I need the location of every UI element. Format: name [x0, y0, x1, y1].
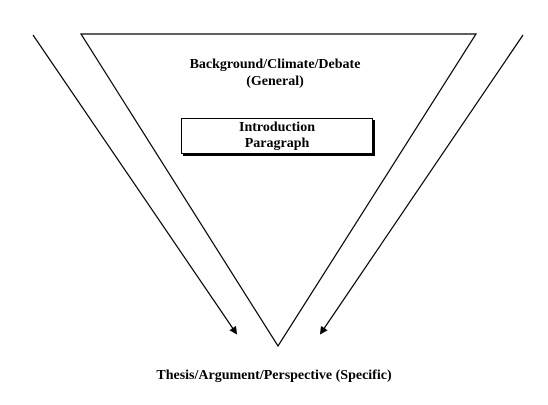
intro-box-line2: Paragraph — [244, 136, 310, 151]
left-arrow — [32, 34, 238, 335]
general-label-line1: Background/Climate/Debate — [189, 57, 361, 72]
specific-label: Thesis/Argument/Perspective (Specific) — [156, 368, 392, 383]
general-label-line2: (General) — [246, 74, 304, 89]
right-arrow — [319, 34, 524, 335]
general-label: Background/Climate/Debate (General) — [150, 56, 400, 90]
introduction-paragraph-box: Introduction Paragraph — [181, 118, 373, 154]
inverted-triangle — [79, 33, 478, 348]
intro-box-line1: Introduction — [239, 120, 315, 135]
